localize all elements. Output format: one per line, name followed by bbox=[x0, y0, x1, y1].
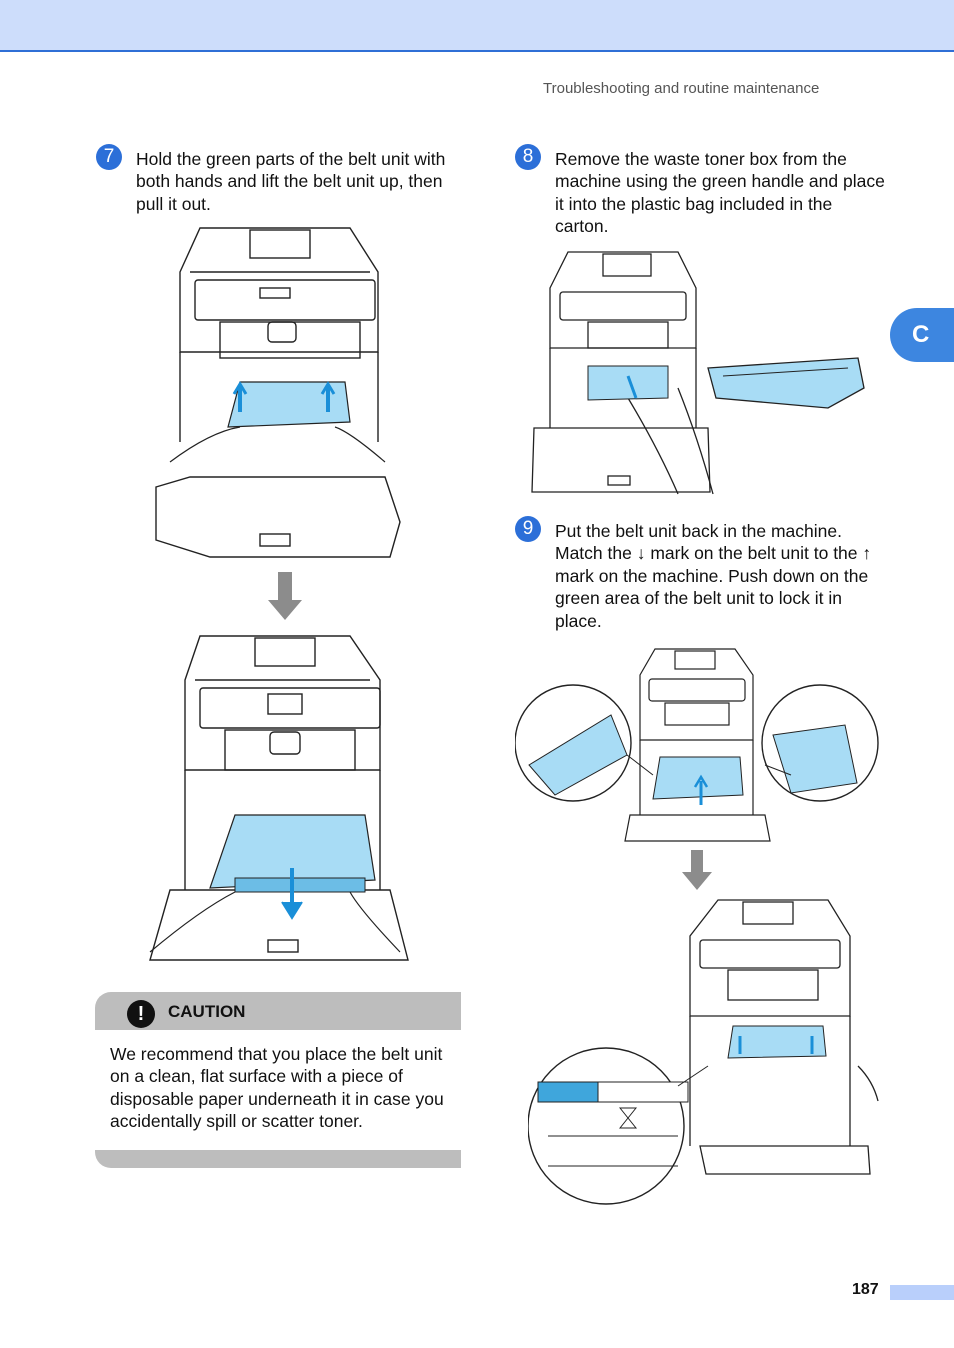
caution-header: ! CAUTION bbox=[95, 992, 461, 1030]
step-7-text: Hold the green parts of the belt unit wi… bbox=[136, 149, 446, 214]
page-number: 187 bbox=[852, 1281, 879, 1298]
caution-icon: ! bbox=[127, 1000, 155, 1028]
step-8-number: 8 bbox=[515, 144, 541, 170]
caution-footer bbox=[95, 1150, 461, 1168]
illustration-waste-toner-removal bbox=[528, 248, 868, 496]
step-7-number: 7 bbox=[96, 144, 122, 170]
illustration-belt-reinstall bbox=[515, 645, 880, 845]
arrow-down-icon bbox=[268, 572, 302, 620]
caution-label: CAUTION bbox=[168, 1002, 246, 1021]
step-9-text: Put the belt unit back in the machine. M… bbox=[555, 521, 872, 631]
step-9-number: 9 bbox=[515, 516, 541, 542]
caution-text: We recommend that you place the belt uni… bbox=[110, 1044, 444, 1132]
step-8-text: Remove the waste toner box from the mach… bbox=[555, 149, 885, 237]
running-head: Troubleshooting and routine maintenance bbox=[543, 80, 820, 97]
header-band bbox=[0, 0, 954, 52]
arrow-down-icon bbox=[682, 850, 712, 890]
chapter-letter: C bbox=[912, 321, 930, 348]
chapter-tab[interactable]: C bbox=[890, 308, 954, 362]
footer-band bbox=[890, 1285, 954, 1300]
illustration-belt-pulled-out bbox=[140, 630, 410, 968]
illustration-belt-locked bbox=[528, 896, 880, 1208]
illustration-belt-lift bbox=[150, 222, 405, 562]
